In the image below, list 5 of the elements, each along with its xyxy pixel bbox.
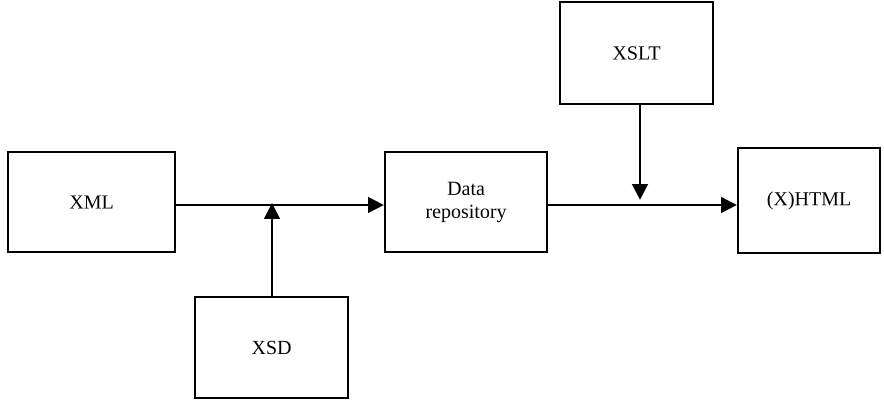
process-box: XSD (194, 296, 349, 399)
process-box: XML (7, 151, 176, 253)
process-box: Data repository (384, 151, 548, 253)
process-box: XSLT (559, 1, 714, 105)
process-box: (X)HTML (737, 146, 881, 254)
